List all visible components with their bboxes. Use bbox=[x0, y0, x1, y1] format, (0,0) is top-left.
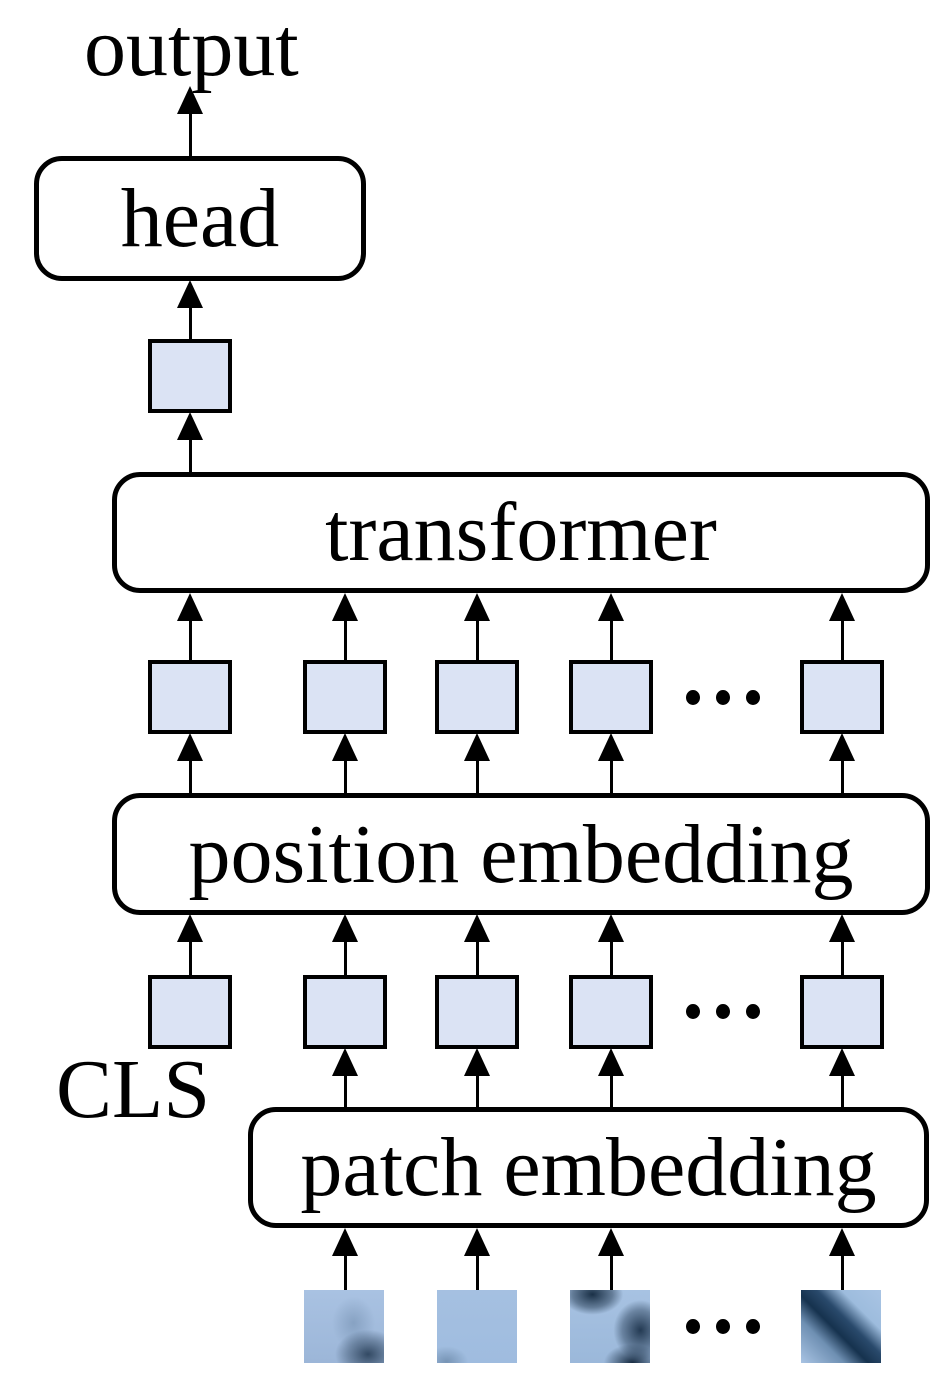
output-label: output bbox=[84, 1, 299, 94]
token-square bbox=[569, 975, 653, 1049]
arrow-up-icon bbox=[464, 914, 490, 975]
arrow-up-icon bbox=[598, 1228, 624, 1290]
token-square bbox=[303, 660, 387, 734]
arrow-up-icon bbox=[464, 593, 490, 660]
arrow-up-icon bbox=[464, 1228, 490, 1290]
image-patch bbox=[304, 1290, 384, 1363]
arrow-up-icon bbox=[177, 914, 203, 975]
image-patch bbox=[801, 1290, 881, 1363]
arrow-up-icon bbox=[177, 733, 203, 793]
token-square bbox=[303, 975, 387, 1049]
token-square bbox=[569, 660, 653, 734]
arrow-up-icon bbox=[829, 593, 855, 660]
cls-token-square bbox=[148, 975, 232, 1049]
head-box: head bbox=[34, 156, 366, 281]
arrow-up-icon bbox=[332, 1228, 358, 1290]
token-square bbox=[800, 975, 884, 1049]
cls-label: CLS bbox=[56, 1043, 211, 1136]
transformer-box-label: transformer bbox=[325, 486, 717, 579]
arrow-up-icon bbox=[598, 1048, 624, 1107]
arrow-up-icon bbox=[177, 593, 203, 660]
arrow-up-icon bbox=[598, 593, 624, 660]
arrow-up-icon bbox=[598, 733, 624, 793]
arrow-up-icon bbox=[829, 733, 855, 793]
arrow-up-icon bbox=[332, 593, 358, 660]
image-patch bbox=[437, 1290, 517, 1363]
position-embedding-box-label: position embedding bbox=[188, 807, 854, 901]
arrow-up-icon bbox=[598, 914, 624, 975]
arrow-up-icon bbox=[332, 1048, 358, 1107]
patch-embedding-box-label: patch embedding bbox=[300, 1121, 877, 1214]
arrow-up-icon bbox=[464, 1048, 490, 1107]
arrow-up-icon bbox=[177, 412, 203, 472]
ellipsis-icon bbox=[686, 690, 760, 705]
transformer-box: transformer bbox=[112, 472, 930, 593]
arrow-up-icon bbox=[464, 733, 490, 793]
arrow-up-icon bbox=[829, 1228, 855, 1290]
arrow-up-icon bbox=[177, 280, 203, 339]
token-square bbox=[435, 975, 519, 1049]
token-square bbox=[148, 660, 232, 734]
arrow-up-icon bbox=[332, 914, 358, 975]
ellipsis-icon bbox=[686, 1004, 760, 1019]
image-patch bbox=[570, 1290, 650, 1363]
token-square bbox=[800, 660, 884, 734]
arrow-up-icon bbox=[829, 1048, 855, 1107]
position-embedding-box: position embedding bbox=[112, 793, 930, 915]
arrow-up-icon bbox=[332, 733, 358, 793]
head-box-label: head bbox=[120, 172, 280, 265]
ellipsis-icon bbox=[686, 1319, 760, 1334]
arrow-up-icon bbox=[829, 914, 855, 975]
token-square bbox=[435, 660, 519, 734]
token-square bbox=[148, 339, 232, 413]
arrow-up-icon bbox=[177, 86, 203, 158]
patch-embedding-box: patch embedding bbox=[248, 1107, 929, 1228]
